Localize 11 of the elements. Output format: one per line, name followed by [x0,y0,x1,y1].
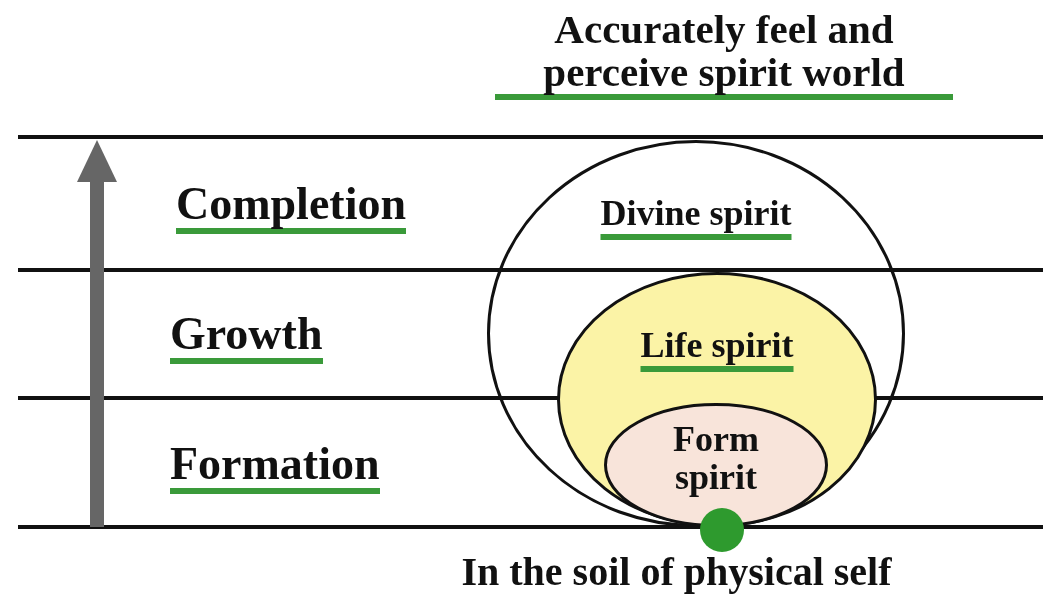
spirit-ellipse [557,272,877,527]
spirit-ellipse [604,403,828,527]
level-label: Growth [170,310,323,365]
caption-text: In the soil of physical self [460,548,893,595]
level-label: Formation [170,440,380,495]
spirit-ellipse [487,140,905,527]
node-label: Divine spirit [600,192,792,240]
node-label: Life spirit [640,324,794,372]
node-label: Form spirit [672,421,760,497]
title-text: Accurately feel and perceive spirit world [495,8,953,101]
level-label: Completion [176,180,406,235]
